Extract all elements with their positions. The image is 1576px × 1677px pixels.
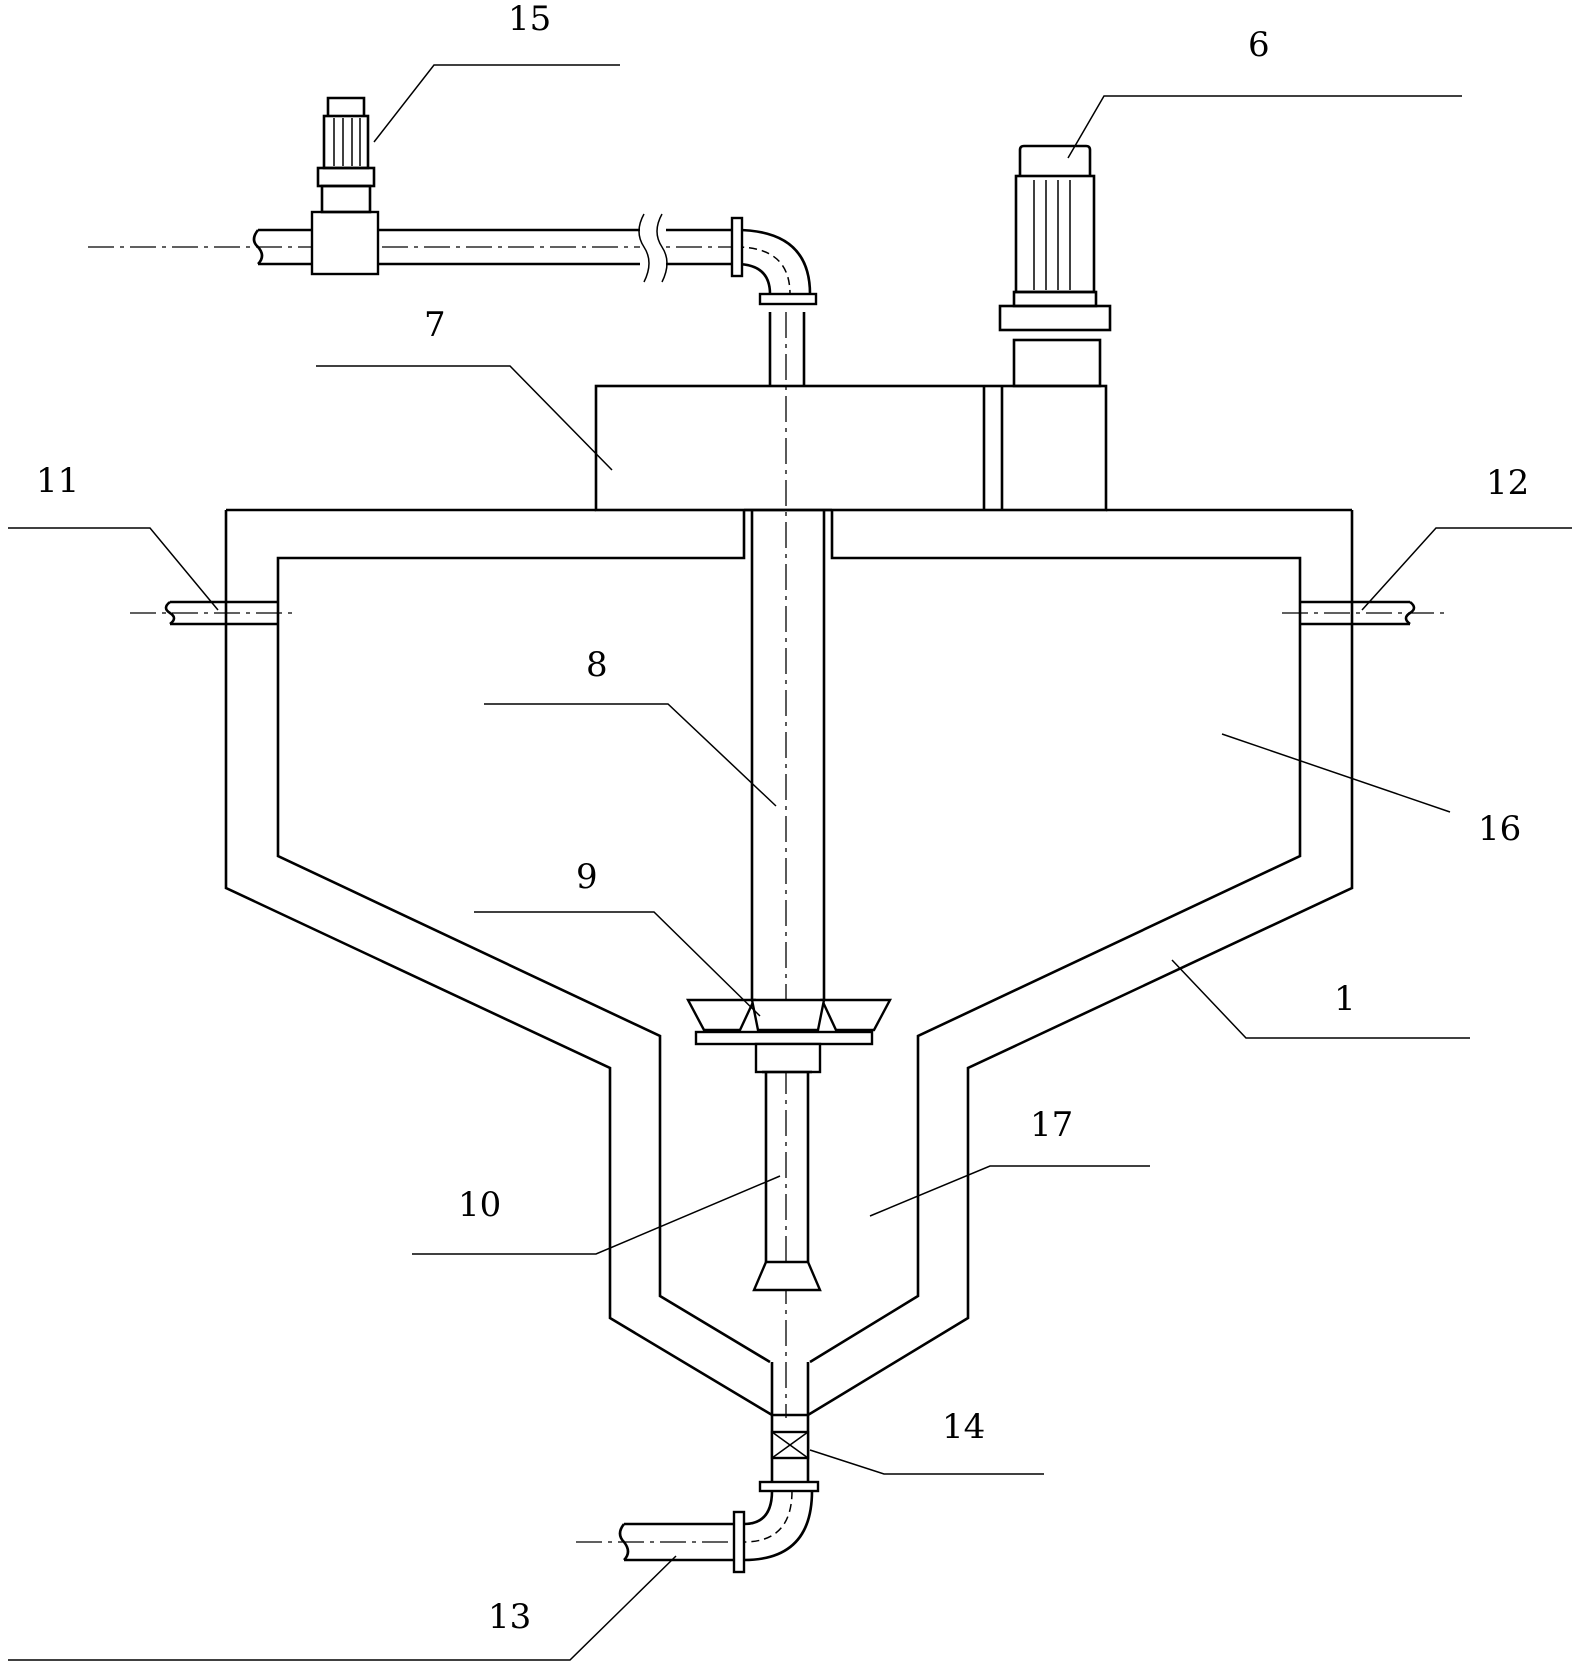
pump-15 <box>310 96 380 276</box>
lower-pipe-10 <box>752 1070 822 1292</box>
leader-6 <box>1067 95 1462 159</box>
port-12 <box>1282 600 1446 626</box>
label-9: 9 <box>576 857 598 897</box>
label-15: 15 <box>508 0 551 39</box>
leader-1 <box>1171 959 1470 1039</box>
leader-8 <box>484 703 777 807</box>
label-14: 14 <box>942 1407 985 1447</box>
outer-wall-right <box>790 510 1354 1417</box>
leader-12 <box>1361 527 1572 611</box>
leader-14 <box>809 1449 1044 1475</box>
label-13: 13 <box>488 1597 531 1637</box>
impeller-hub <box>754 1042 822 1074</box>
label-8: 8 <box>586 645 608 685</box>
motor-body <box>1014 174 1096 294</box>
outlet-elbow-inner <box>743 1490 774 1526</box>
blade-center <box>750 998 826 1032</box>
leader-11 <box>8 527 219 611</box>
pipe-break-left <box>638 213 650 283</box>
label-11: 11 <box>36 461 79 501</box>
bottom-outlet <box>576 1362 820 1574</box>
label-12: 12 <box>1486 463 1529 503</box>
leader-7 <box>316 365 613 471</box>
leader-16 <box>1221 733 1451 813</box>
inner-wall-left <box>276 510 771 1364</box>
port-11 <box>130 600 296 626</box>
feed-flange-upper <box>730 216 744 278</box>
top-housing <box>594 384 1108 512</box>
outlet-elbow-centerline <box>743 1490 793 1543</box>
motor-cap <box>1018 144 1092 176</box>
housing-box <box>594 384 1108 512</box>
label-10: 10 <box>458 1185 501 1225</box>
vessel-jacket <box>224 508 1354 1417</box>
leader-lines <box>8 64 1572 1661</box>
elbow-centerline <box>735 246 791 295</box>
outlet-elbow-outer <box>743 1490 814 1562</box>
outer-wall-left <box>224 510 790 1417</box>
label-17: 17 <box>1030 1105 1073 1145</box>
label-7: 7 <box>424 305 446 345</box>
outlet-flange-side <box>732 1510 746 1574</box>
leader-17 <box>869 1165 1150 1217</box>
pump-neck <box>320 184 372 214</box>
reference-numerals: 15 6 7 11 12 8 16 9 1 17 10 14 13 <box>36 0 1529 1637</box>
impeller-plate <box>694 1030 874 1046</box>
shaft-8 <box>750 510 826 1006</box>
pump-motor <box>322 114 370 170</box>
blade-left <box>686 998 756 1032</box>
pipe-end <box>252 229 264 265</box>
pipe-break-gap <box>640 214 666 274</box>
leader-9 <box>474 911 761 1017</box>
leader-15 <box>373 64 620 143</box>
motor-6 <box>998 144 1112 388</box>
motor-base <box>1012 338 1102 388</box>
nozzle <box>752 1260 822 1292</box>
motor-neck <box>1012 290 1098 308</box>
pump-flange <box>316 166 376 188</box>
port-11-end <box>164 600 176 626</box>
pipe-break-right <box>656 213 668 283</box>
blade-right <box>820 998 892 1032</box>
label-16: 16 <box>1478 809 1521 849</box>
impeller-9 <box>686 998 892 1074</box>
pump-cap <box>326 96 366 116</box>
valve-cross-b <box>771 1431 809 1459</box>
label-1: 1 <box>1334 979 1356 1019</box>
label-6: 6 <box>1248 25 1270 65</box>
pump-casing <box>310 210 380 276</box>
outlet-flange <box>758 1480 820 1493</box>
motor-flange <box>998 304 1112 332</box>
feed-pipe <box>88 213 818 386</box>
elbow-outer <box>735 228 812 295</box>
leader-10 <box>412 1175 781 1255</box>
leader-13 <box>8 1555 677 1661</box>
inner-wall-right <box>809 510 1302 1364</box>
feed-flange-lower <box>758 292 818 306</box>
